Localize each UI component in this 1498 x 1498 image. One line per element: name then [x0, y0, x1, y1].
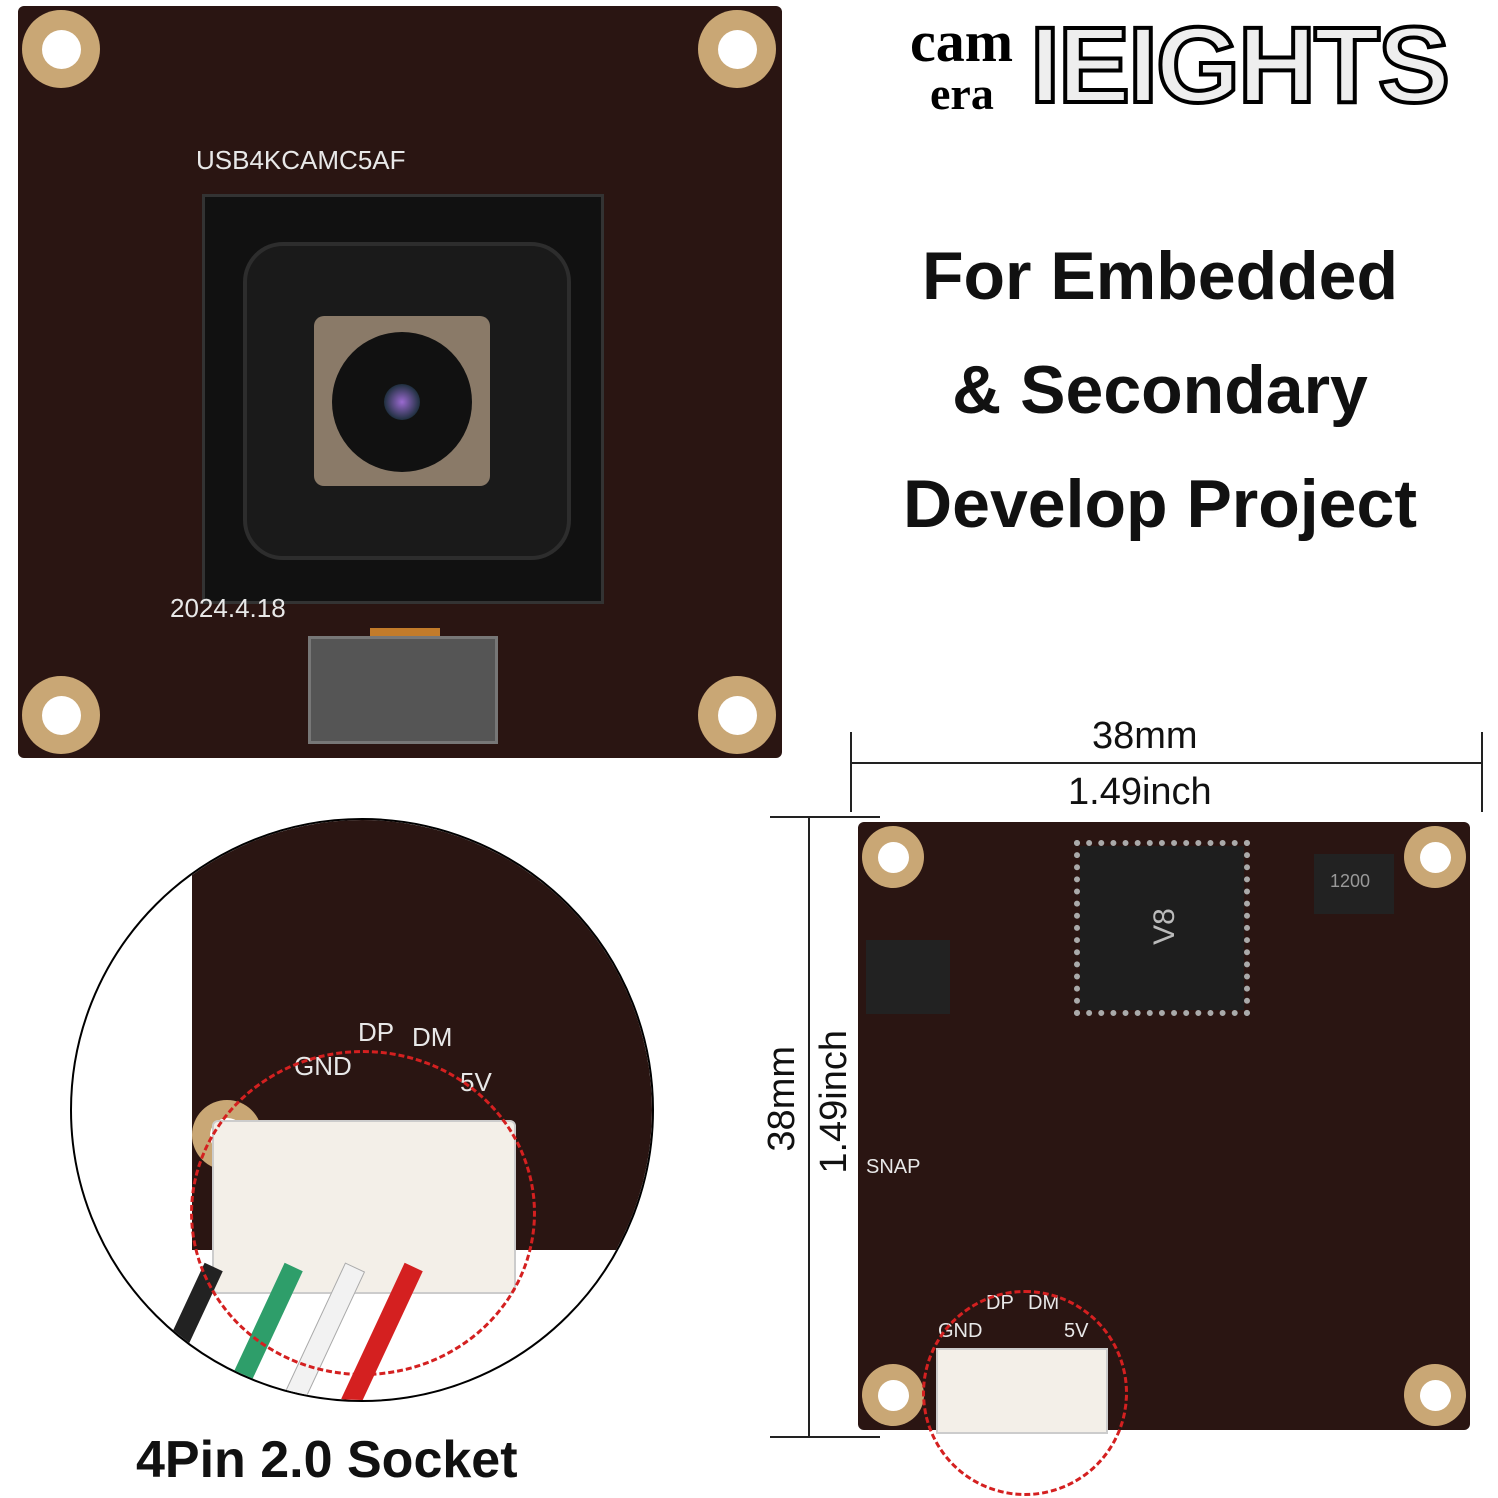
- headline-line-1: For Embedded: [921, 238, 1399, 314]
- mount-hole: [698, 10, 776, 88]
- main-chip: V8: [1074, 840, 1250, 1016]
- width-dimension-line: [850, 762, 1482, 764]
- width-inch-label: 1.49inch: [1068, 771, 1212, 813]
- flex-cable: [370, 628, 440, 636]
- mount-hole: [22, 10, 100, 88]
- dp-label: DP: [358, 1017, 395, 1047]
- mount-hole: [698, 676, 776, 754]
- snap-label: SNAP: [866, 1156, 921, 1178]
- ic-chip: 1200: [1314, 854, 1394, 914]
- ic-label: 1200: [1330, 871, 1371, 891]
- height-mm-label: 38mm: [761, 1046, 803, 1152]
- socket-highlight-dashed-circle: [190, 1050, 536, 1376]
- logo-big: IEIGHTS: [1028, 4, 1452, 125]
- height-inch-label: 1.49inch: [813, 1030, 855, 1174]
- dimension-tick: [1481, 732, 1483, 812]
- mount-hole: [862, 1364, 924, 1426]
- chip-label: V8: [1147, 908, 1181, 945]
- logo-small-top: cam: [910, 9, 1014, 74]
- logo-small-bottom: era: [930, 68, 994, 119]
- brand-logo: cam era IEIGHTS: [906, 4, 1486, 125]
- mount-hole: [862, 826, 924, 888]
- headline-line-2: & Secondary: [952, 352, 1368, 428]
- lens-glass: [384, 384, 420, 420]
- board-date-label: 2024.4.18: [170, 593, 286, 623]
- dm-label: DM: [412, 1022, 453, 1052]
- dimension-tick: [770, 1436, 880, 1438]
- front-camera-board: USB4KCAMC5AF 2024.4.18: [18, 6, 782, 758]
- mount-hole: [1404, 1364, 1466, 1426]
- mount-hole: [1404, 826, 1466, 888]
- socket-highlight-dashed-circle: [922, 1290, 1128, 1496]
- sensor-chip: [308, 636, 498, 744]
- socket-caption: 4Pin 2.0 Socket: [136, 1431, 518, 1489]
- width-mm-label: 38mm: [1092, 715, 1198, 757]
- ic-chip: [866, 940, 950, 1014]
- dimension-tick: [770, 816, 880, 818]
- dimension-tick: [850, 732, 852, 812]
- mount-hole: [22, 676, 100, 754]
- board-model-label: USB4KCAMC5AF: [196, 145, 406, 175]
- socket-zoom-circle: DP DM GND 5V: [70, 818, 654, 1402]
- height-dimension-line: [808, 816, 810, 1438]
- headline-line-3: Develop Project: [903, 466, 1417, 542]
